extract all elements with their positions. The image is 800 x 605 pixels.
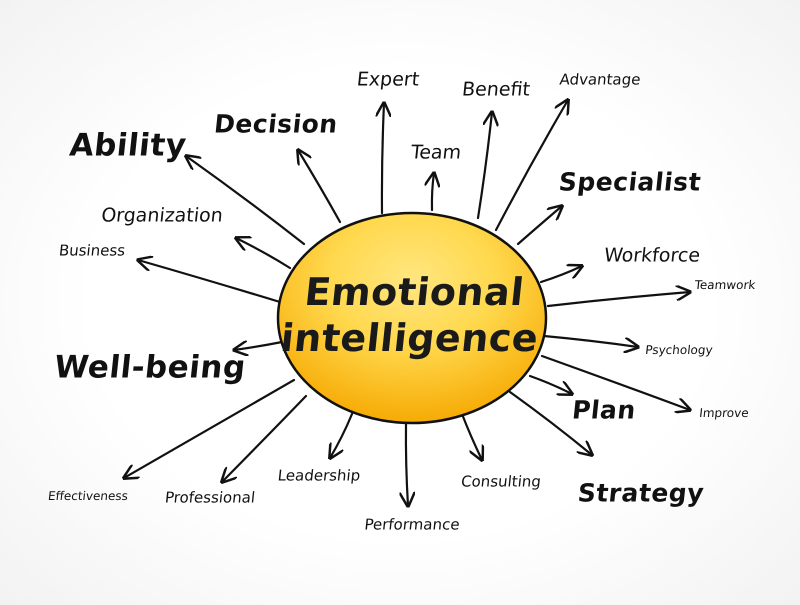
label-teamwork: Teamwork	[693, 278, 757, 292]
arrow-organization	[236, 238, 292, 270]
arrow-teamwork	[546, 292, 690, 308]
arrow-professional	[222, 394, 308, 482]
arrow-psychology	[542, 334, 638, 347]
arrow-business	[138, 260, 282, 304]
arrow-well-being	[234, 342, 284, 350]
central-topic-line2: intelligence	[278, 316, 541, 360]
arrow-benefit	[476, 112, 492, 220]
label-effectiveness: Effectiveness	[47, 489, 129, 503]
label-consulting: Consulting	[460, 472, 542, 491]
label-improve: Improve	[698, 406, 750, 420]
label-specialist: Specialist	[557, 167, 703, 197]
arrow-strategy	[508, 390, 592, 455]
arrow-team	[432, 173, 434, 212]
label-professional: Professional	[164, 488, 257, 507]
label-psychology: Psychology	[644, 343, 714, 357]
arrow-consulting	[460, 412, 482, 460]
label-decision: Decision	[212, 109, 340, 139]
label-benefit: Benefit	[460, 78, 532, 101]
label-plan: Plan	[570, 395, 638, 425]
label-leadership: Leadership	[276, 466, 362, 485]
label-well-being: Well-being	[52, 349, 248, 386]
arrow-effectiveness	[124, 378, 296, 478]
arrow-decision	[298, 150, 342, 224]
arrow-workforce	[539, 266, 582, 284]
label-team: Team	[409, 141, 463, 164]
central-topic-line1: Emotional	[302, 270, 527, 314]
arrow-expert	[382, 103, 384, 215]
label-performance: Performance	[363, 515, 461, 534]
arrow-improve	[540, 354, 690, 410]
arrow-advantage	[494, 100, 568, 232]
arrow-specialist	[516, 206, 562, 246]
arrow-plan	[528, 374, 572, 394]
label-strategy: Strategy	[576, 478, 706, 508]
label-organization: Organization	[100, 204, 224, 227]
arrow-performance	[406, 422, 408, 506]
label-advantage: Advantage	[558, 70, 642, 89]
arrow-ability	[186, 156, 306, 246]
label-expert: Expert	[355, 68, 421, 91]
label-workforce: Workforce	[602, 244, 702, 267]
arrow-leadership	[330, 412, 354, 458]
label-business: Business	[58, 241, 127, 260]
central-topic: Emotional intelligence	[278, 269, 545, 361]
label-ability: Ability	[67, 127, 189, 164]
central-bubble	[276, 211, 548, 425]
